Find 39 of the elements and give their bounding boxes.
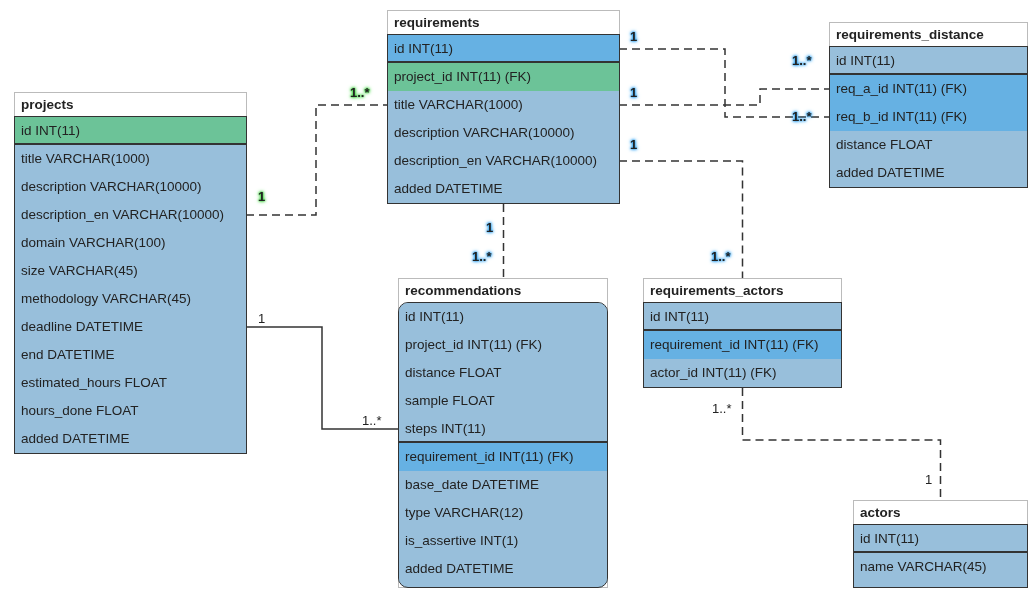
column-row: id INT(11) xyxy=(15,117,246,145)
relationship-line xyxy=(618,48,831,118)
table-name: projects xyxy=(20,96,75,114)
multiplicity-label: 1..* xyxy=(350,85,370,100)
multiplicity-label: 1 xyxy=(925,472,933,487)
column-row: req_a_id INT(11) (FK) xyxy=(830,75,1027,103)
table-name: requirements xyxy=(393,14,481,32)
multiplicity-label: 1 xyxy=(486,220,494,235)
entity-table xyxy=(14,92,247,454)
table-name: recommendations xyxy=(404,282,523,300)
multiplicity-label: 1 xyxy=(630,29,638,44)
multiplicity-label: 1..* xyxy=(472,249,492,264)
entity-table xyxy=(829,22,1028,188)
table-name: requirements_distance xyxy=(835,26,985,44)
multiplicity-label: 1..* xyxy=(362,413,382,428)
column-row: requirement_id INT(11) (FK) xyxy=(399,443,607,471)
relationship-line xyxy=(245,104,389,216)
entity-table xyxy=(387,10,620,204)
column-row: req_b_id INT(11) (FK) xyxy=(830,103,1027,131)
relationship-line xyxy=(502,203,505,279)
entity-table xyxy=(853,500,1028,588)
relationship-line xyxy=(618,160,744,279)
column-row: requirement_id INT(11) (FK) xyxy=(644,331,841,359)
relationship-line xyxy=(245,326,400,430)
multiplicity-label: 1..* xyxy=(792,109,812,124)
table-name: actors xyxy=(859,504,902,522)
multiplicity-label: 1 xyxy=(258,311,266,326)
multiplicity-label: 1 xyxy=(630,85,638,100)
multiplicity-label: 1 xyxy=(258,189,266,204)
column-row: project_id INT(11) (FK) xyxy=(388,63,619,91)
multiplicity-label: 1..* xyxy=(792,53,812,68)
multiplicity-label: 1..* xyxy=(712,401,732,416)
relationship-line xyxy=(618,88,831,106)
multiplicity-label: 1 xyxy=(630,137,638,152)
column-row: id INT(11) xyxy=(388,35,619,63)
multiplicity-label: 1..* xyxy=(711,249,731,264)
entity-table xyxy=(643,278,842,388)
table-name: requirements_actors xyxy=(649,282,785,300)
entity-table xyxy=(398,278,608,588)
